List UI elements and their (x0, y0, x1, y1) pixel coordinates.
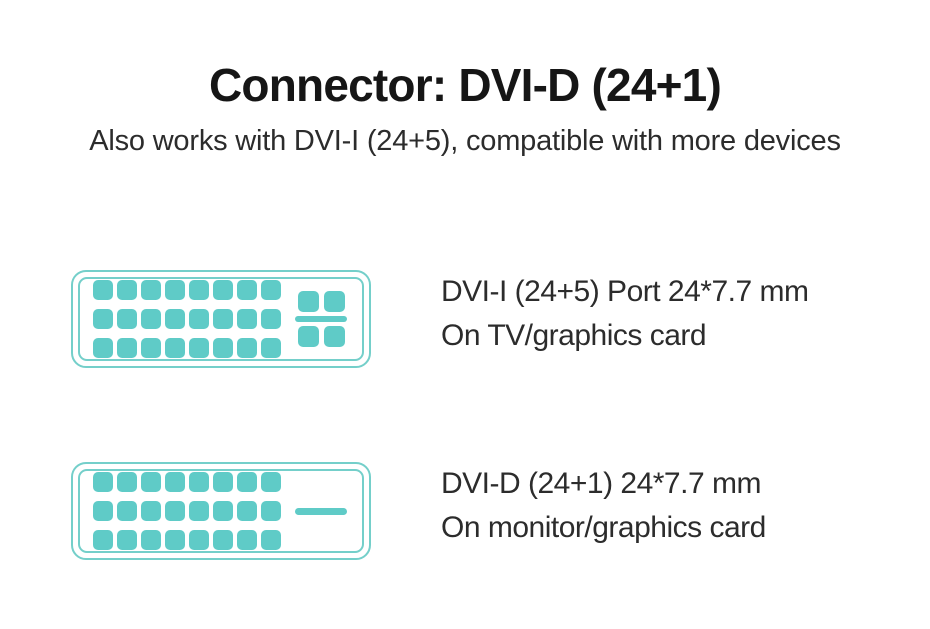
dvi-d-caption-line1: DVI-D (24+1) 24*7.7 mm (441, 467, 761, 500)
dvi-d-caption-line2: On monitor/graphics card (441, 511, 766, 544)
pin (141, 309, 161, 329)
pin (165, 501, 185, 521)
pin (165, 309, 185, 329)
pin (141, 530, 161, 550)
pin (189, 280, 209, 300)
pin (165, 472, 185, 492)
pin (237, 309, 257, 329)
pin (237, 472, 257, 492)
analog-pin (323, 326, 345, 347)
dvi-i-caption: DVI-I (24+5) Port 24*7.7 mm On TV/graphi… (441, 270, 809, 358)
pin (117, 338, 137, 358)
pin (237, 338, 257, 358)
pin (213, 309, 233, 329)
pin (213, 280, 233, 300)
dvi-i-connector-face (78, 277, 364, 361)
pin (213, 472, 233, 492)
pin (189, 309, 209, 329)
pin (237, 280, 257, 300)
pin (93, 338, 113, 358)
dvi-i-caption-line1: DVI-I (24+5) Port 24*7.7 mm (441, 275, 809, 308)
pin (189, 472, 209, 492)
pin (93, 280, 113, 300)
dvi-d-connector-diagram (71, 462, 371, 560)
pin (141, 472, 161, 492)
pin (189, 338, 209, 358)
pin (213, 530, 233, 550)
pin (189, 501, 209, 521)
pin (261, 501, 281, 521)
ground-blade (295, 507, 347, 515)
dvi-i-analog-bottom-pins (297, 326, 345, 347)
dvi-d-pin-grid (93, 472, 281, 550)
pin (117, 280, 137, 300)
analog-pin (297, 326, 319, 347)
pin (189, 530, 209, 550)
pin (93, 501, 113, 521)
dvi-d-connector-face (78, 469, 364, 553)
analog-pin (323, 291, 345, 312)
pin (93, 309, 113, 329)
dvi-i-analog-top-pins (297, 291, 345, 312)
pin (117, 472, 137, 492)
pin (117, 309, 137, 329)
pin (165, 338, 185, 358)
page-subtitle: Also works with DVI-I (24+5), compatible… (89, 125, 841, 157)
pin (261, 530, 281, 550)
pin (141, 280, 161, 300)
pin (261, 280, 281, 300)
pin (117, 530, 137, 550)
pin (237, 530, 257, 550)
pin (165, 530, 185, 550)
dvi-d-analog-section (295, 507, 347, 515)
page-title: Connector: DVI-D (24+1) (209, 59, 722, 111)
dvi-i-analog-section (295, 291, 347, 347)
pin (261, 309, 281, 329)
dvi-i-caption-line2: On TV/graphics card (441, 319, 707, 352)
pin (261, 338, 281, 358)
pin (93, 472, 113, 492)
pin (117, 501, 137, 521)
pin (93, 530, 113, 550)
pin (141, 338, 161, 358)
ground-blade (295, 316, 347, 322)
pin (165, 280, 185, 300)
analog-pin (297, 291, 319, 312)
pin (237, 501, 257, 521)
dvi-i-pin-grid (93, 280, 281, 358)
pin (213, 338, 233, 358)
dvi-i-connector-diagram (71, 270, 371, 368)
dvi-d-caption: DVI-D (24+1) 24*7.7 mm On monitor/graphi… (441, 462, 766, 550)
pin (261, 472, 281, 492)
pin (213, 501, 233, 521)
pin (141, 501, 161, 521)
